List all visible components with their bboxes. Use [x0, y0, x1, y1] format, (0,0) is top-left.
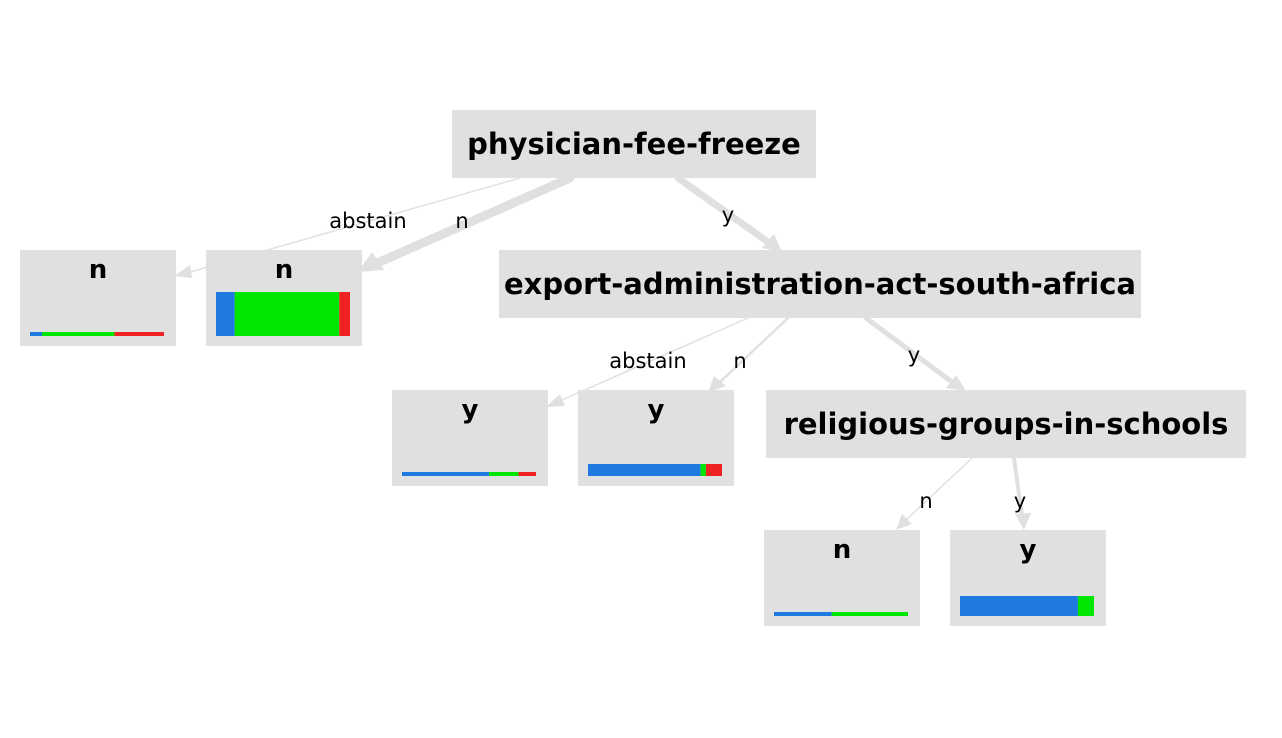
leaf-n-1-label: n: [275, 255, 294, 285]
leaf-y-3[interactable]: y: [950, 530, 1106, 626]
edge-religious-n: n: [896, 457, 973, 530]
node-root-label: physician-fee-freeze: [467, 127, 801, 161]
dist-segment-green: [700, 464, 706, 476]
dist-segment-green: [489, 472, 519, 476]
leaf-abstain-2-label: y: [462, 395, 479, 425]
dist-segment-blue: [402, 472, 490, 476]
dist-segment-green: [1077, 596, 1094, 616]
edge-label-export-y: y: [908, 343, 920, 367]
edge-label-export-n: n: [733, 349, 746, 373]
edge-label-root-n: n: [455, 209, 468, 233]
dist-segment-red: [114, 332, 164, 336]
leaf-y-3-dist-bar: [960, 596, 1094, 616]
leaf-n-2-label: y: [648, 395, 665, 425]
edge-label-religious-y: y: [1014, 489, 1026, 513]
dist-segment-red: [339, 292, 350, 336]
dist-segment-green: [42, 332, 115, 336]
node-root[interactable]: physician-fee-freeze: [452, 110, 816, 178]
dist-segment-blue: [960, 596, 1078, 616]
edge-religious-y: y: [1012, 456, 1031, 530]
edge-label-export-abstain: abstain: [609, 349, 686, 373]
leaf-n-1-dist-bar: [216, 292, 350, 336]
edge-label-root-abstain: abstain: [329, 209, 406, 233]
leaf-n-2-dist-bar: [588, 464, 722, 476]
edge-label-religious-n: n: [919, 489, 932, 513]
dist-segment-blue: [30, 332, 43, 336]
node-export[interactable]: export-administration-act-south-africa: [499, 250, 1141, 318]
leaf-abstain-1[interactable]: n: [20, 250, 176, 346]
edge-export-n: n: [708, 316, 790, 392]
edge-root-n: n: [358, 173, 575, 272]
dist-segment-green: [234, 292, 340, 336]
leaf-n-2[interactable]: y: [578, 390, 734, 486]
node-export-label: export-administration-act-south-africa: [504, 267, 1136, 301]
leaf-abstain-2-dist-bar: [402, 472, 536, 476]
dist-segment-red: [518, 472, 536, 476]
node-religious[interactable]: religious-groups-in-schools: [766, 390, 1246, 458]
leaf-n-3[interactable]: n: [764, 530, 920, 626]
edge-export-abstain: abstain: [546, 317, 749, 407]
leaf-abstain-1-dist-bar: [30, 332, 164, 336]
leaf-abstain-2[interactable]: y: [392, 390, 548, 486]
leaf-y-3-label: y: [1020, 535, 1037, 565]
leaf-n-3-dist-bar: [774, 612, 908, 616]
edge-root-y: y: [674, 174, 782, 252]
leaf-n-3-label: n: [833, 535, 852, 565]
dist-segment-blue: [774, 612, 832, 616]
node-religious-label: religious-groups-in-schools: [784, 407, 1229, 441]
edge-export-y: y: [863, 315, 966, 391]
edges: abstain n y abstain n y: [174, 173, 1031, 530]
dist-segment-blue: [216, 292, 235, 336]
dist-segment-red: [705, 464, 722, 476]
leaf-n-1[interactable]: n: [206, 250, 362, 346]
dist-segment-blue: [588, 464, 701, 476]
leaf-abstain-1-label: n: [89, 255, 108, 285]
dist-segment-green: [831, 612, 908, 616]
edge-label-root-y: y: [722, 203, 734, 227]
